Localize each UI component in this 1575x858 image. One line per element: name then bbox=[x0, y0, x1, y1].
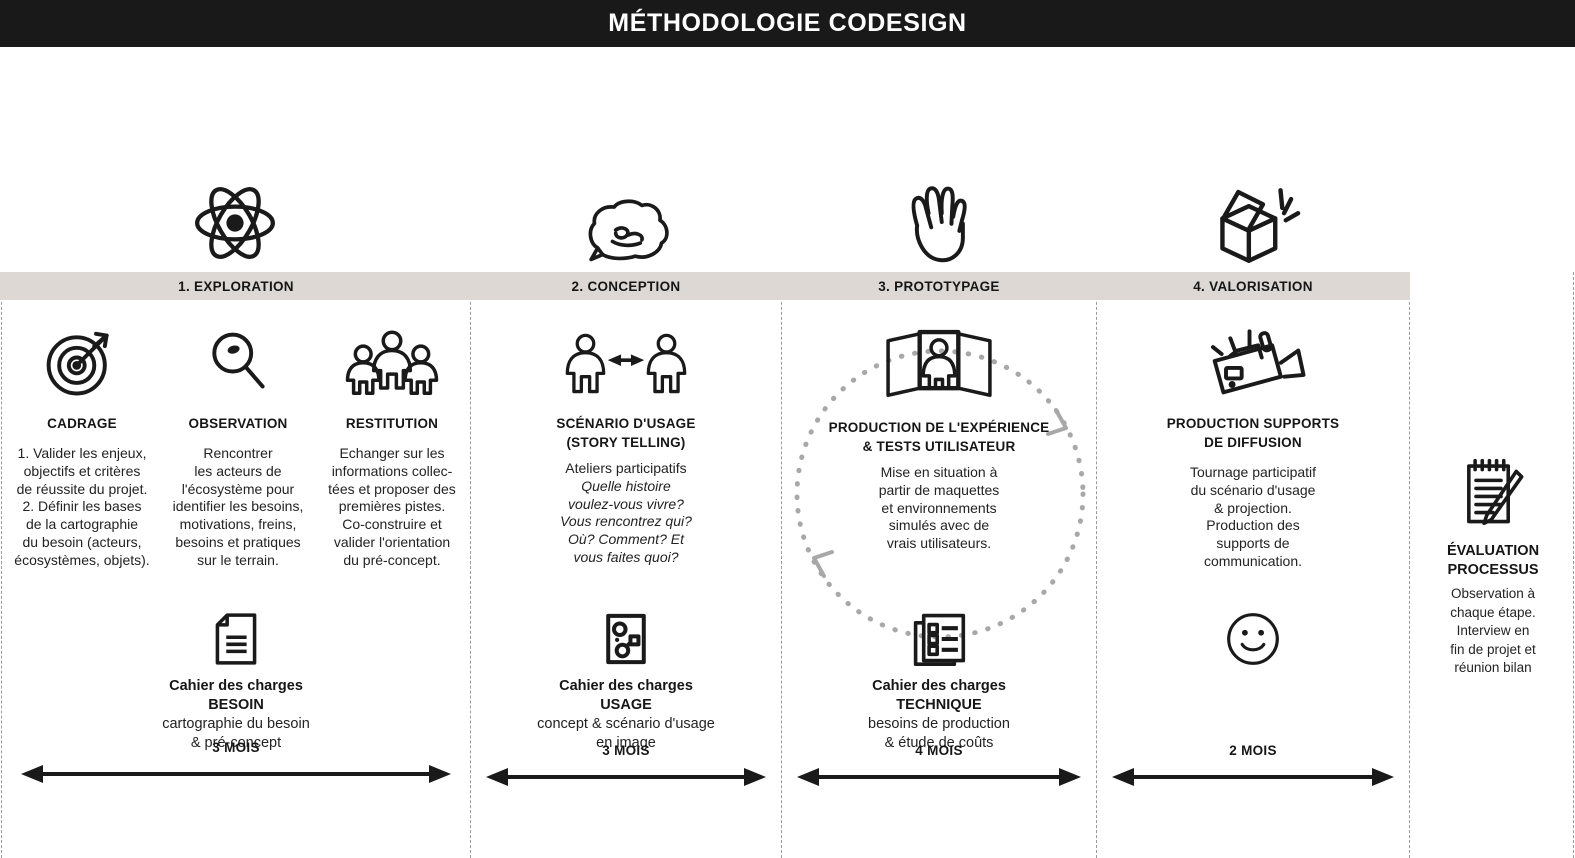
evaluation-body: Observation à chaque étape. Interview en… bbox=[1450, 586, 1536, 675]
column-prototypage: PRODUCTION DE L'EXPÉRIENCE & TESTS UTILI… bbox=[782, 300, 1096, 811]
subblock-title-observation: OBSERVATION bbox=[188, 416, 288, 431]
duration-label-conception: 3 MOIS bbox=[602, 743, 650, 758]
notepad-pen-icon bbox=[1411, 455, 1575, 529]
subblock-title-restitution: RESTITUTION bbox=[345, 416, 439, 431]
deliverable-sub-usage: concept & scénario d'usage en image bbox=[537, 716, 715, 751]
column-separator-4 bbox=[1409, 272, 1410, 858]
duration-arrow-prototypage bbox=[782, 766, 1096, 793]
column-conception: SCÉNARIO D'USAGE (STORY TELLING) Atelier… bbox=[471, 300, 781, 811]
subblock-production-supports: PRODUCTION SUPPORTS DE DIFFUSION Tournag… bbox=[1118, 318, 1388, 571]
duration-arrow-conception bbox=[471, 766, 781, 793]
atom-icon bbox=[180, 180, 290, 266]
scenario-title-line1: SCÉNARIO D'USAGE bbox=[556, 416, 696, 431]
subblock-title-production-supports: PRODUCTION SUPPORTS DE DIFFUSION bbox=[1166, 416, 1340, 450]
duration-label-exploration: 3 MOIS bbox=[212, 740, 260, 755]
deliverable-usage: Cahier des charges USAGE concept & scéna… bbox=[471, 610, 781, 753]
deliverable-technique: Cahier des charges TECHNIQUE besoins de … bbox=[782, 610, 1096, 753]
subblock-body-scenario-usage: Ateliers participatifs Quelle histoire v… bbox=[560, 460, 692, 565]
subblock-observation: OBSERVATION Rencontrer les acteurs de l'… bbox=[160, 318, 316, 570]
phase-header-band: 1. EXPLORATION 2. CONCEPTION 3. PROTOTYP… bbox=[0, 272, 1410, 300]
column-exploration: CADRAGE 1. Valider les enjeux, objectifs… bbox=[2, 300, 470, 811]
deliverable-besoin: Cahier des charges BESOIN cartographie d… bbox=[2, 610, 470, 753]
exploration-subblocks: CADRAGE 1. Valider les enjeux, objectifs… bbox=[2, 318, 470, 570]
column-separator-3 bbox=[1096, 272, 1097, 858]
phase-header-prototypage: 3. PROTOTYPAGE bbox=[878, 278, 1000, 294]
deliverable-title-line1: Cahier des charges bbox=[169, 678, 303, 694]
subblock-title-cadrage: CADRAGE bbox=[47, 416, 117, 431]
two-people-exchange-icon bbox=[496, 318, 756, 404]
column-valorisation: PRODUCTION SUPPORTS DE DIFFUSION Tournag… bbox=[1097, 300, 1409, 811]
duration-label-prototypage: 4 MOIS bbox=[915, 743, 963, 758]
storyboard-icon bbox=[471, 610, 781, 668]
prototypage-subblocks: PRODUCTION DE L'EXPÉRIENCE & TESTS UTILI… bbox=[782, 318, 1096, 553]
checklist-documents-icon bbox=[782, 610, 1096, 668]
duration-arrow-exploration bbox=[2, 763, 470, 790]
subblock-restitution: RESTITUTION Echanger sur les information… bbox=[316, 318, 468, 570]
deliverable-title-usage: Cahier des charges USAGE bbox=[559, 678, 693, 713]
open-box-icon bbox=[1200, 178, 1310, 266]
duration-exploration: 3 MOIS bbox=[2, 740, 470, 790]
column-separator-left-edge bbox=[1, 272, 2, 858]
phase-header-valorisation: 4. VALORISATION bbox=[1193, 278, 1313, 294]
smiley-face-icon bbox=[1097, 610, 1409, 668]
deliverable-sub-technique: besoins de production & étude de coûts bbox=[868, 716, 1010, 751]
duration-conception: 3 MOIS bbox=[471, 743, 781, 793]
subblock-body-observation: Rencontrer les acteurs de l'écosystème p… bbox=[172, 445, 304, 568]
hand-icon bbox=[885, 178, 995, 266]
phase-header-conception: 2. CONCEPTION bbox=[571, 278, 681, 294]
deliverable-title-technique: Cahier des charges TECHNIQUE bbox=[872, 678, 1006, 713]
deliverable-valorisation bbox=[1097, 610, 1409, 668]
brain-icon bbox=[573, 194, 683, 266]
duration-arrow-valorisation bbox=[1097, 766, 1409, 793]
top-icon-strip bbox=[0, 47, 1410, 272]
group-people-icon bbox=[316, 318, 468, 404]
subblock-title-scenario-usage: SCÉNARIO D'USAGE (STORY TELLING) bbox=[496, 414, 756, 452]
duration-label-valorisation: 2 MOIS bbox=[1229, 743, 1277, 758]
valorisation-subblocks: PRODUCTION SUPPORTS DE DIFFUSION Tournag… bbox=[1097, 318, 1409, 571]
methodology-board: 1. EXPLORATION 2. CONCEPTION 3. PROTOTYP… bbox=[0, 47, 1575, 858]
subblock-title-production-experience: PRODUCTION DE L'EXPÉRIENCE & TESTS UTILI… bbox=[828, 420, 1050, 454]
target-arrow-icon bbox=[4, 318, 160, 404]
video-camera-icon bbox=[1118, 318, 1388, 404]
column-separator-1 bbox=[470, 272, 471, 858]
subblock-scenario-usage: SCÉNARIO D'USAGE (STORY TELLING) Atelier… bbox=[496, 318, 756, 567]
document-page-icon bbox=[2, 610, 470, 668]
deliverable-sub-besoin: cartographie du besoin & pré-concept bbox=[162, 716, 310, 751]
subblock-cadrage: CADRAGE 1. Valider les enjeux, objectifs… bbox=[4, 318, 160, 570]
evaluation-panel: ÉVALUATION PROCESSUS Observation à chaqu… bbox=[1411, 300, 1575, 811]
page-title: MÉTHODOLOGIE CODESIGN bbox=[608, 9, 967, 37]
person-in-booth-icon bbox=[789, 318, 1089, 404]
duration-valorisation: 2 MOIS bbox=[1097, 743, 1409, 793]
subblock-body-production-supports: Tournage participatif du scénario d'usag… bbox=[1189, 464, 1317, 569]
subblock-body-cadrage: 1. Valider les enjeux, objectifs et crit… bbox=[14, 445, 150, 568]
column-separator-right-edge bbox=[1573, 272, 1574, 858]
evaluation-title: ÉVALUATION PROCESSUS bbox=[1411, 542, 1575, 580]
scenario-title-line2: (STORY TELLING) bbox=[566, 435, 686, 450]
deliverable-title-line2: BESOIN bbox=[208, 697, 264, 713]
subblock-production-experience: PRODUCTION DE L'EXPÉRIENCE & TESTS UTILI… bbox=[789, 318, 1089, 553]
page-title-bar: MÉTHODOLOGIE CODESIGN bbox=[0, 0, 1575, 47]
column-separator-2 bbox=[781, 272, 782, 858]
subblock-body-restitution: Echanger sur les informations collec- té… bbox=[328, 445, 456, 568]
deliverable-title-besoin: Cahier des charges BESOIN bbox=[2, 677, 470, 715]
duration-prototypage: 4 MOIS bbox=[782, 743, 1096, 793]
phase-header-exploration: 1. EXPLORATION bbox=[178, 278, 294, 294]
evaluation-title-line2: PROCESSUS bbox=[1447, 562, 1539, 578]
evaluation-title-line1: ÉVALUATION bbox=[1446, 543, 1540, 559]
conception-subblocks: SCÉNARIO D'USAGE (STORY TELLING) Atelier… bbox=[471, 318, 781, 567]
magnifier-icon bbox=[160, 318, 316, 404]
subblock-body-production-experience: Mise en situation à partir de maquettes … bbox=[878, 464, 1000, 552]
